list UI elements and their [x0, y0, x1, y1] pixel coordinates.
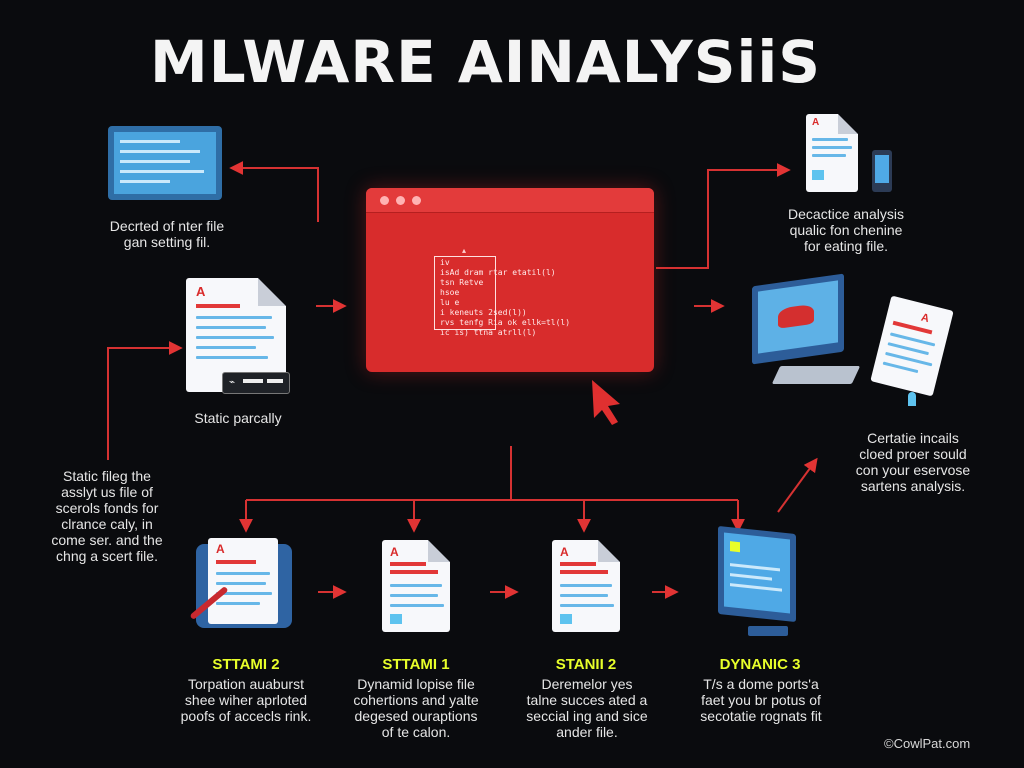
watermark: ©CowlPat.com — [884, 736, 971, 751]
monitor-icon — [108, 126, 222, 200]
report-document-icon: A — [806, 114, 858, 192]
code-line: hsoe — [440, 288, 460, 297]
window-dot-icon — [396, 196, 405, 205]
window-title-bar — [366, 188, 654, 213]
stage-2-caption: Dynamid lopise file cohertions and yalte… — [353, 676, 479, 740]
window-dot-icon — [380, 196, 389, 205]
code-box — [434, 256, 496, 330]
toolbar-icon: ⌁ — [222, 372, 290, 394]
computer-icon — [752, 273, 861, 390]
stage-4-caption: T/s a dome ports'a faet you br potus of … — [700, 676, 822, 724]
code-line: lu e — [440, 298, 460, 307]
stage-3-label: STANII 2 — [555, 656, 617, 673]
stage-4-label: DYNANIC 3 — [719, 656, 801, 673]
static-caption: Static parcally — [194, 410, 282, 426]
top-left-caption: Decrted of nter file gan setting fil. — [109, 218, 225, 250]
code-line: tsn Retve — [440, 278, 484, 287]
code-line: isAd dram rtar etatil(l) — [440, 268, 556, 277]
stage-2-label: STTAMI 1 — [382, 656, 450, 673]
top-right-caption: Decactice analysis qualic fon chenine fo… — [788, 206, 904, 254]
stage-4-monitor-icon — [718, 525, 800, 642]
main-analysis-window: ▴ iv isAd dram rtar etatil(l) tsn Retve … — [366, 188, 654, 372]
stage-3-document-icon: A — [552, 540, 620, 632]
pin-icon — [908, 392, 916, 406]
stage-2-document-icon: A — [382, 540, 450, 632]
tablet-icon: A — [196, 538, 292, 628]
left-note-caption: Static fileg the asslyt us file of scero… — [51, 468, 163, 564]
code-line: iv — [440, 258, 450, 267]
code-line: rvs tenfg Ria ok ellk=tl(l) — [440, 318, 571, 327]
right-middle-caption: Certatie incails cloed proer sould con y… — [855, 430, 971, 494]
stage-3-caption: Deremelor yes talne succes ated a seccia… — [526, 676, 648, 740]
stage-1-caption: Torpation auaburst shee wiher aprloted p… — [180, 676, 312, 724]
window-dot-icon — [412, 196, 421, 205]
page-title: MLWARE AINALYSiiS — [150, 28, 822, 96]
code-line: i keneuts 2sed(l)) — [440, 308, 527, 317]
phone-icon — [872, 150, 892, 192]
code-line: ic is) ttna atrll(l) — [440, 328, 537, 337]
cursor-icon — [592, 380, 620, 425]
stage-1-label: STTAMI 2 — [212, 656, 280, 673]
